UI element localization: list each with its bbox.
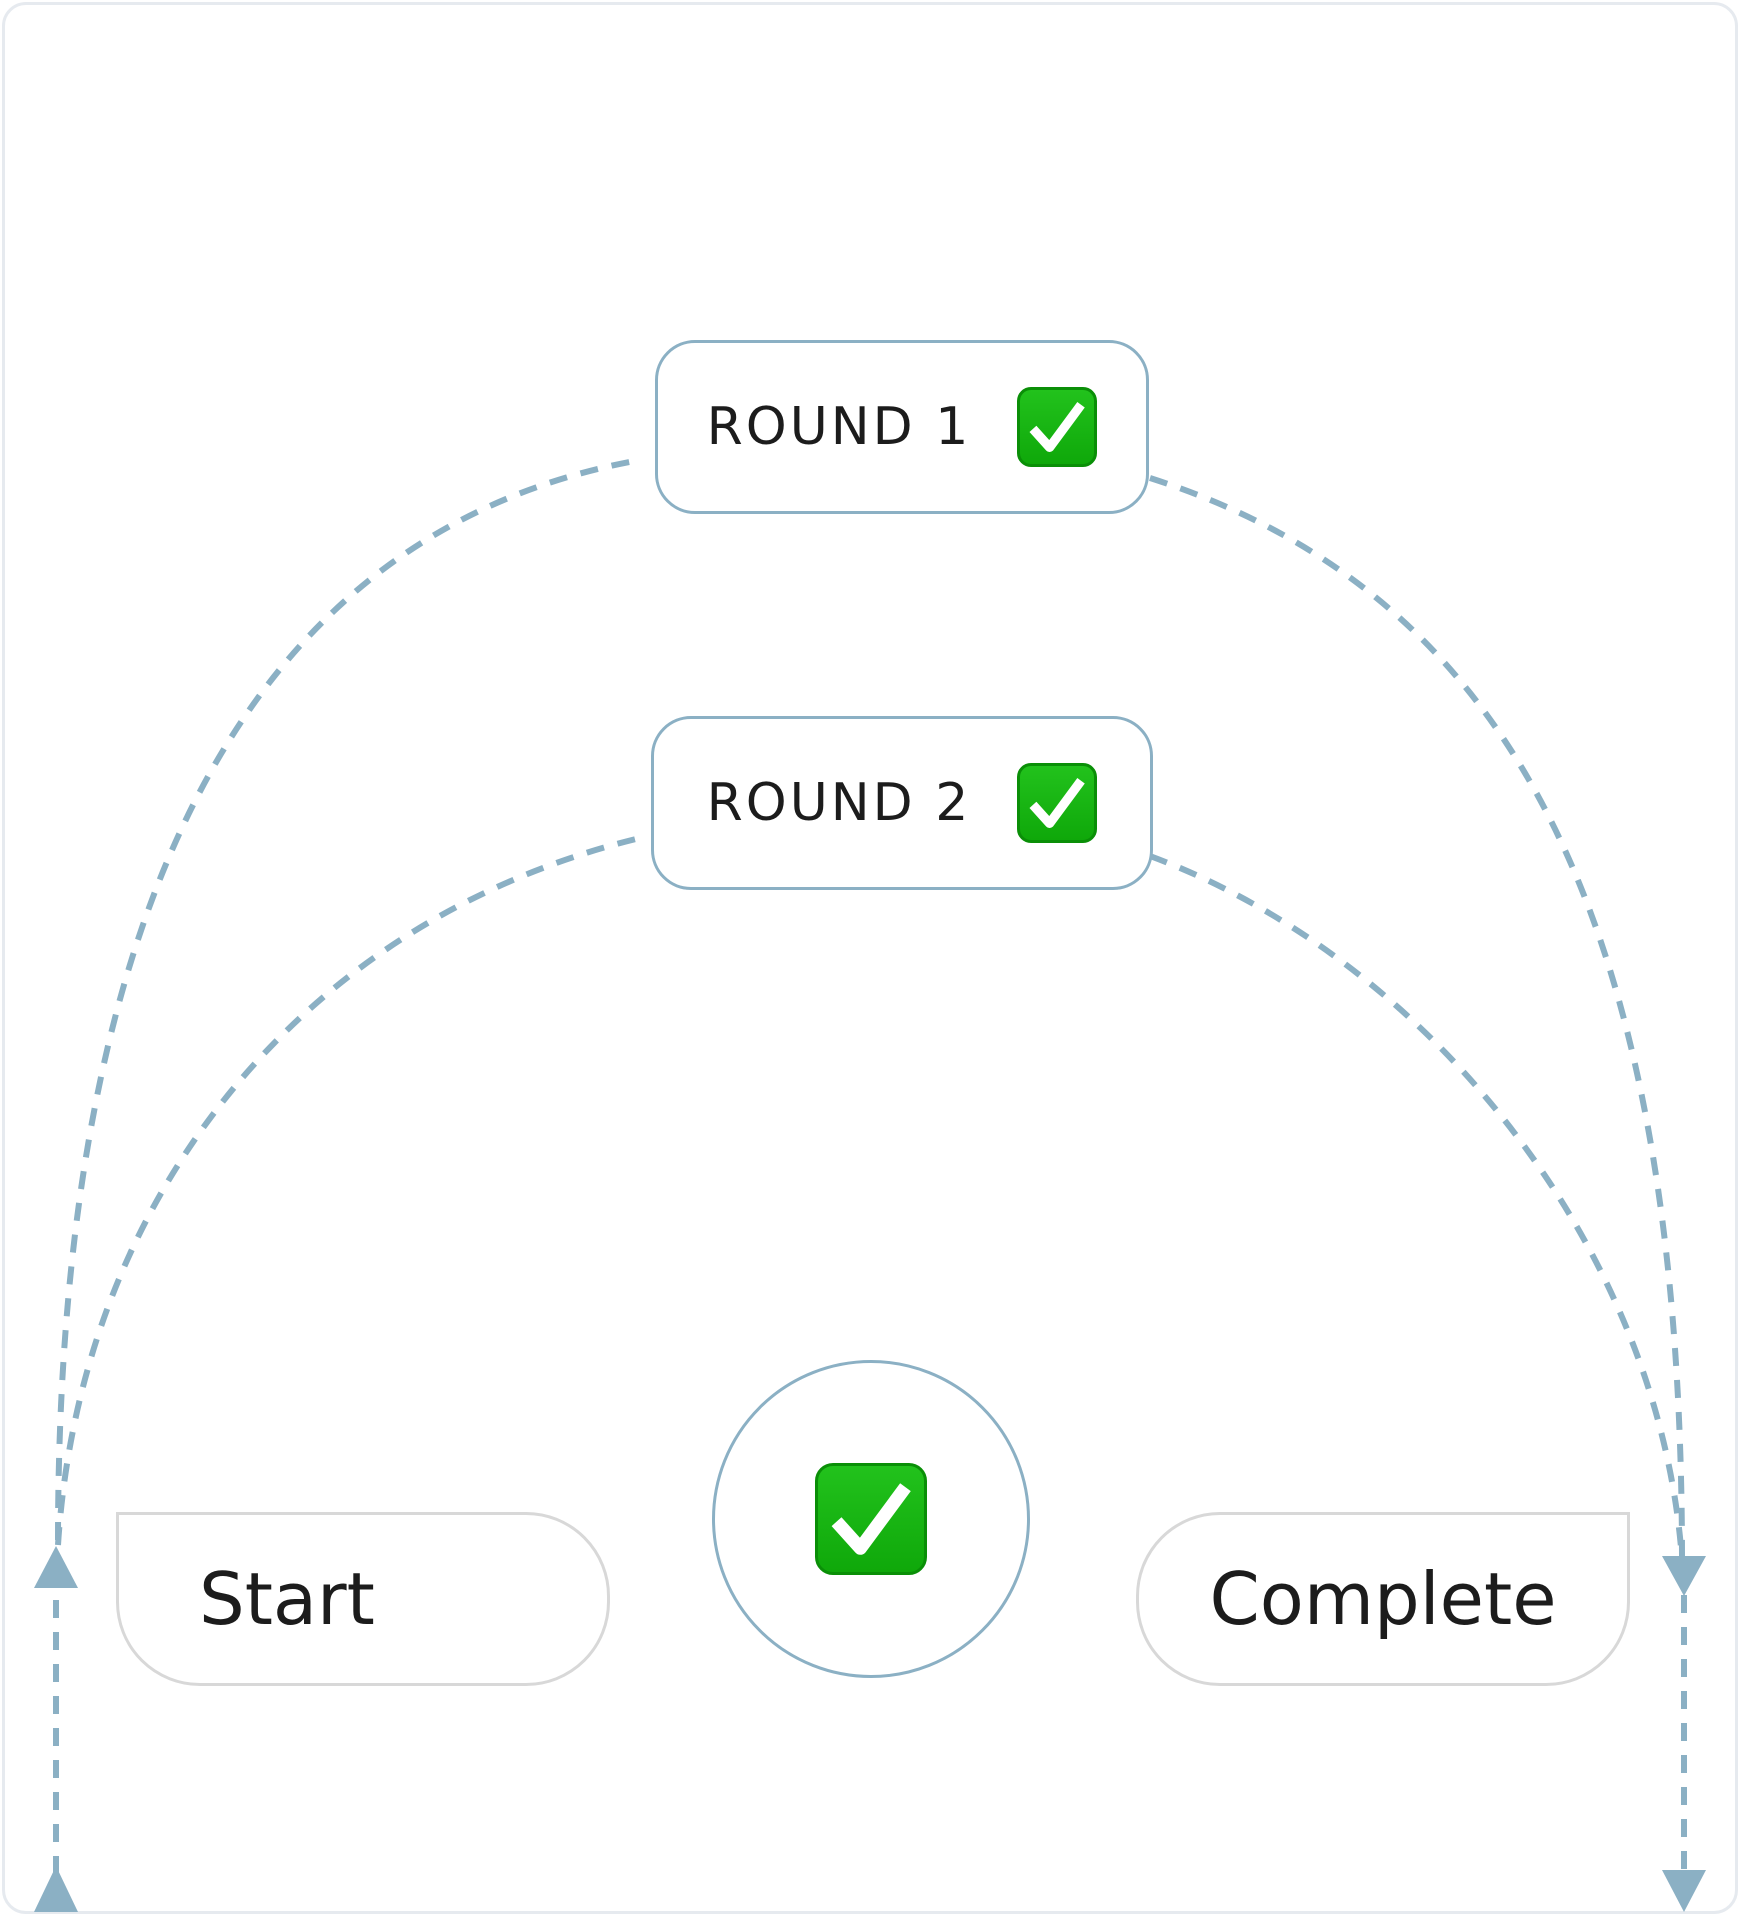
start-label: Start	[199, 1557, 375, 1641]
arc-start-to-round2	[55, 835, 641, 1546]
round-2-node[interactable]: ROUND 2	[651, 716, 1153, 890]
round-1-label: ROUND 1	[706, 397, 972, 457]
check-mark-icon	[1017, 387, 1098, 467]
complete-label: Complete	[1209, 1557, 1557, 1641]
arc-start-to-round1	[55, 457, 641, 1541]
center-check-node[interactable]	[712, 1360, 1030, 1678]
complete-node[interactable]: Complete	[1136, 1512, 1630, 1686]
arrowhead-right-upper	[1662, 1556, 1706, 1596]
round-2-label: ROUND 2	[706, 773, 972, 833]
arrowhead-left-upper	[34, 1546, 78, 1588]
arrowhead-right-lower	[1662, 1870, 1706, 1912]
check-mark-icon	[1017, 763, 1098, 843]
arrowhead-left-lower	[34, 1866, 78, 1912]
start-node[interactable]: Start	[116, 1512, 610, 1686]
arc-round1-to-complete	[1149, 475, 1685, 1561]
check-mark-icon	[815, 1463, 927, 1575]
round-1-node[interactable]: ROUND 1	[655, 340, 1149, 514]
arc-round2-to-complete	[1148, 853, 1685, 1561]
